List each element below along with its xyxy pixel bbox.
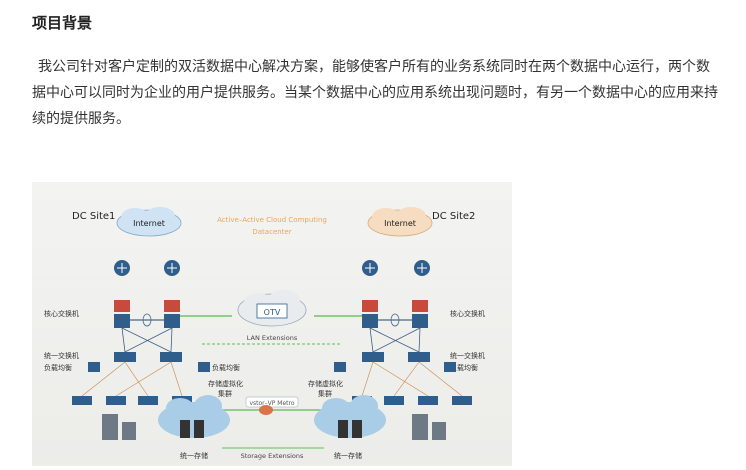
site2-label: DC Site2 (432, 211, 475, 222)
core-switch-cluster-left (114, 300, 180, 328)
internet-label-left: Internet (133, 219, 165, 228)
diagram-title-line2: Datacenter (252, 228, 291, 236)
server-racks (102, 414, 446, 440)
core-switch-label-right: 核心交换机 (450, 309, 485, 318)
router-icons (114, 260, 430, 276)
storage-virt-left-line2: 集群 (218, 389, 232, 398)
section-title: 项目背景 (32, 14, 93, 32)
load-balancer-label-left-outer: 负载均衡 (44, 363, 72, 372)
internet-label-right: Internet (384, 219, 416, 228)
aggregation-switches-left (88, 327, 210, 372)
unified-switch-label-left: 统一交换机 (44, 351, 79, 360)
otv-cloud: OTV (237, 290, 307, 327)
lan-extensions-label: LAN Extensions (247, 334, 298, 342)
load-balancer-label-left-inner: 负载均衡 (212, 363, 240, 372)
core-switch-cluster-right (362, 300, 428, 328)
storage-extensions-label: Storage Extensions (241, 452, 304, 460)
metro-label: vstor–VP Metro (249, 400, 294, 407)
internet-cloud-right: Internet (367, 207, 433, 237)
site1-label: DC Site1 (72, 211, 115, 222)
storage-virt-left-line1: 存储虚拟化 (208, 379, 243, 388)
architecture-diagram-svg: DC Site1 DC Site2 Active–Active Cloud Co… (32, 182, 512, 466)
unified-switch-label-right: 统一交换机 (450, 351, 485, 360)
storage-virt-right-line1: 存储虚拟化 (308, 379, 343, 388)
storage-virt-right-line2: 集群 (318, 389, 332, 398)
diagram-title-line1: Active–Active Cloud Computing (217, 216, 327, 224)
otv-label: OTV (264, 308, 281, 317)
metro-node-icon (259, 405, 273, 415)
aggregation-switches-right (334, 327, 456, 372)
storage-cloud-right (314, 395, 386, 438)
internet-cloud-left: Internet (116, 207, 182, 237)
load-balancer-label-right: 负载均衡 (450, 363, 478, 372)
architecture-diagram: DC Site1 DC Site2 Active–Active Cloud Co… (32, 182, 512, 466)
section-paragraph: 我公司针对客户定制的双活数据中心解决方案，能够使客户所有的业务系统同时在两个数据… (32, 59, 718, 127)
storage-cloud-left (158, 395, 230, 438)
core-switch-label-left: 核心交换机 (44, 309, 79, 318)
unified-storage-label-right: 统一存储 (334, 451, 362, 460)
unified-storage-label-left: 统一存储 (180, 451, 208, 460)
